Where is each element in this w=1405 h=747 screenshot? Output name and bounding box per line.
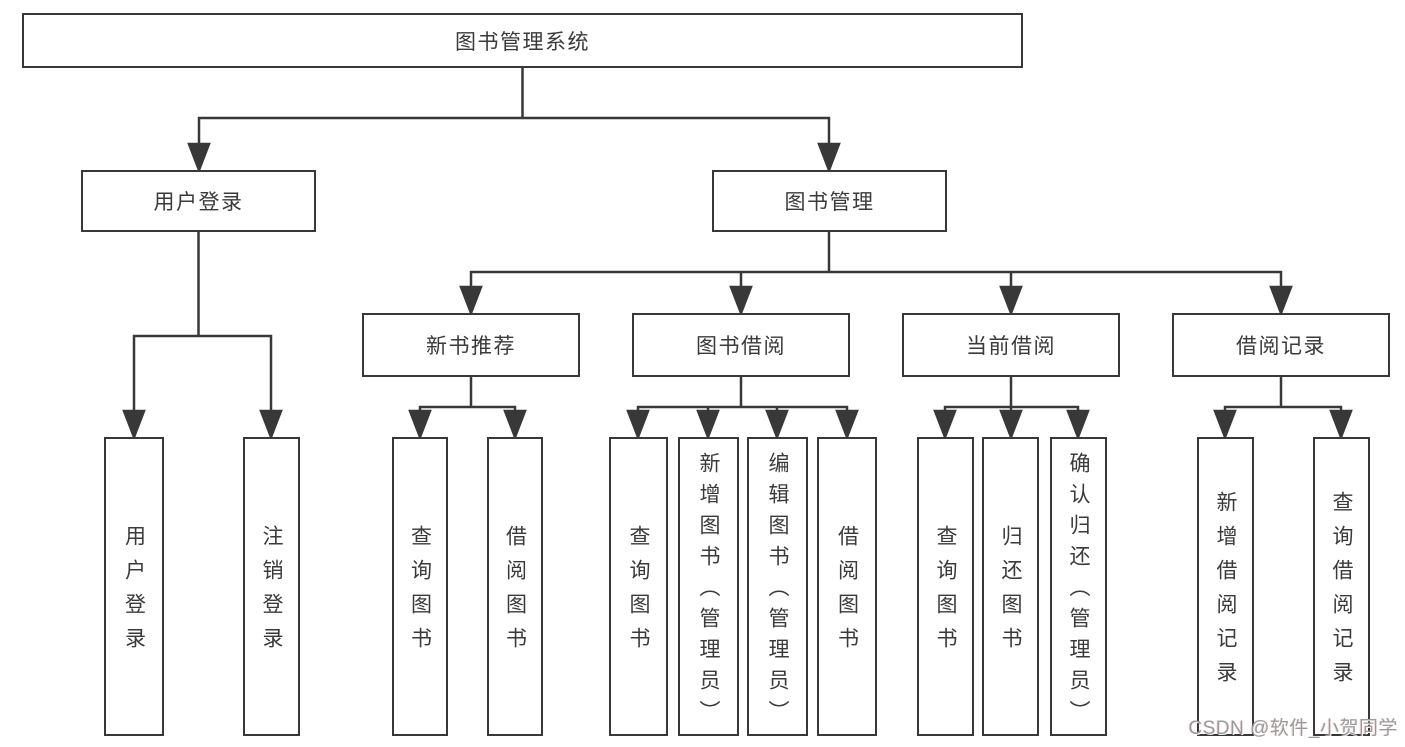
leaf-edit-book-admin-label: 编辑图书（管理员） bbox=[766, 452, 789, 731]
leaf-borrow-book-2-label: 借阅图书 bbox=[835, 525, 859, 661]
node-borrow-records-label: 借阅记录 bbox=[1236, 335, 1326, 358]
leaf-user-login: 用户登录 bbox=[104, 437, 164, 736]
node-book-borrow-label: 图书借阅 bbox=[696, 335, 786, 358]
leaf-return-book-label: 归还图书 bbox=[999, 525, 1022, 661]
leaf-confirm-return-admin: 确认归还（管理员） bbox=[1050, 437, 1107, 736]
leaf-confirm-return-admin-label: 确认归还（管理员） bbox=[1067, 452, 1090, 731]
leaf-borrow-book-1: 借阅图书 bbox=[487, 437, 543, 736]
leaf-borrow-book-1-label: 借阅图书 bbox=[503, 525, 527, 661]
node-book-management: 图书管理 bbox=[712, 170, 947, 232]
node-current-borrow-label: 当前借阅 bbox=[966, 335, 1056, 358]
leaf-user-login-label: 用户登录 bbox=[122, 525, 146, 661]
leaf-query-borrow-record: 查询借阅记录 bbox=[1313, 437, 1370, 736]
node-new-book-recommend-label: 新书推荐 bbox=[426, 335, 516, 358]
node-user-login-label: 用户登录 bbox=[153, 191, 244, 214]
node-new-book-recommend: 新书推荐 bbox=[362, 313, 580, 377]
leaf-query-borrow-record-label: 查询借阅记录 bbox=[1330, 491, 1353, 695]
node-borrow-records: 借阅记录 bbox=[1172, 313, 1390, 377]
leaf-query-book-1: 查询图书 bbox=[392, 437, 448, 736]
node-book-management-label: 图书管理 bbox=[784, 191, 875, 214]
leaf-add-book-admin-label: 新增图书（管理员） bbox=[697, 452, 720, 731]
leaf-edit-book-admin: 编辑图书（管理员） bbox=[747, 437, 808, 736]
leaf-logout: 注销登录 bbox=[243, 437, 300, 736]
leaf-add-borrow-record: 新增借阅记录 bbox=[1197, 437, 1254, 736]
connector-currentborrow-to-leaves bbox=[933, 377, 1090, 441]
leaf-query-book-1-label: 查询图书 bbox=[408, 525, 432, 661]
node-current-borrow: 当前借阅 bbox=[902, 313, 1120, 377]
node-book-borrow: 图书借阅 bbox=[632, 313, 850, 377]
leaf-logout-label: 注销登录 bbox=[260, 525, 283, 661]
node-user-login: 用户登录 bbox=[81, 170, 316, 232]
leaf-return-book: 归还图书 bbox=[982, 437, 1039, 736]
connector-bookborrow-to-leaves bbox=[626, 377, 859, 441]
connector-newbook-to-leaves bbox=[408, 377, 527, 441]
leaf-query-book-3: 查询图书 bbox=[917, 437, 974, 736]
leaf-query-book-2-label: 查询图书 bbox=[627, 525, 650, 661]
leaf-query-book-2: 查询图书 bbox=[609, 437, 668, 736]
leaf-borrow-book-2: 借阅图书 bbox=[817, 437, 877, 736]
leaf-add-borrow-record-label: 新增借阅记录 bbox=[1214, 491, 1237, 695]
node-root-label: 图书管理系统 bbox=[455, 30, 590, 54]
connector-borrowrecord-to-leaves bbox=[1213, 377, 1353, 441]
connector-bookmgmt-to-level2 bbox=[459, 232, 1293, 317]
node-root: 图书管理系统 bbox=[22, 13, 1023, 68]
connector-userlogin-to-leaves bbox=[122, 232, 283, 441]
leaf-query-book-3-label: 查询图书 bbox=[934, 525, 957, 661]
leaf-add-book-admin: 新增图书（管理员） bbox=[678, 437, 739, 736]
connector-root-to-level1 bbox=[187, 68, 841, 174]
